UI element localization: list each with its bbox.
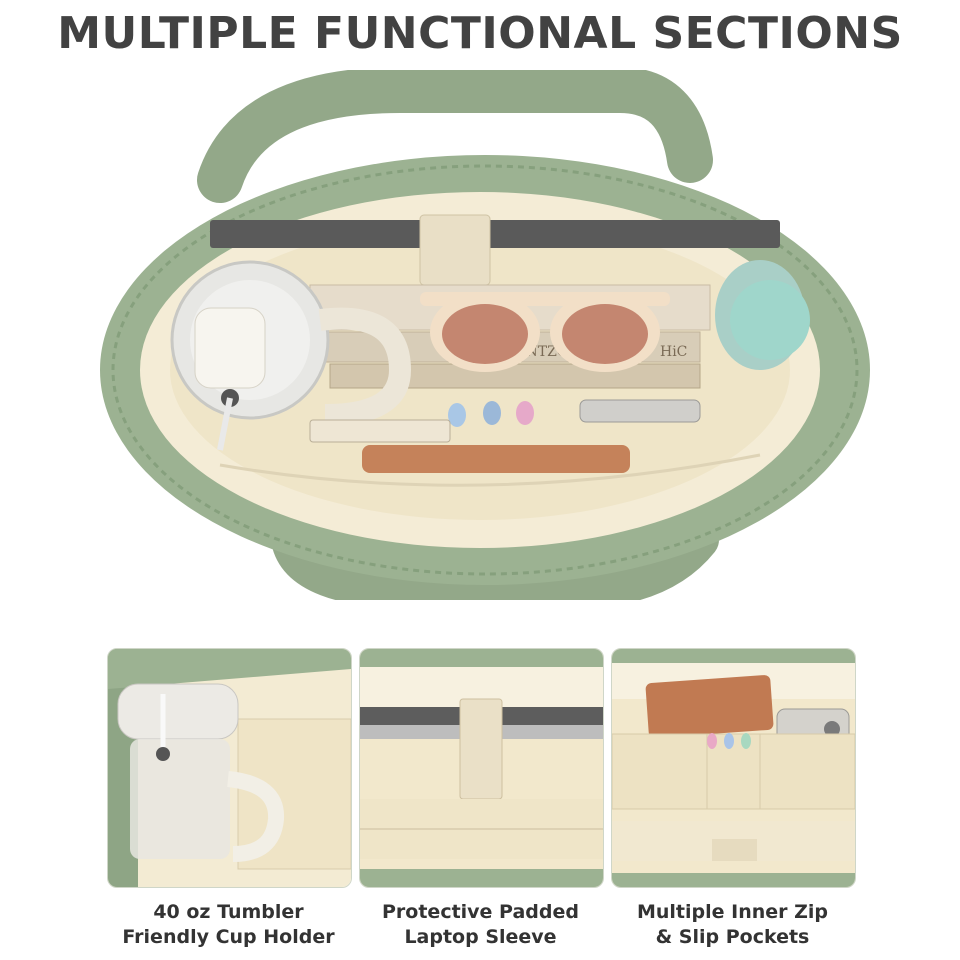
laptop-sleeve-illustration [360, 649, 603, 887]
feature-caption-inner-pockets: Multiple Inner Zip & Slip Pockets [611, 900, 854, 950]
wallet [362, 445, 630, 473]
bag-zipper [111, 164, 859, 576]
caption-line: Laptop Sleeve [404, 926, 557, 948]
bag-handle [197, 67, 713, 203]
caption-line: 40 oz Tumbler [153, 901, 304, 923]
caption-line: Friendly Cup Holder [122, 926, 335, 948]
phone [579, 399, 701, 423]
feature-panel-laptop-sleeve [359, 648, 604, 888]
caption-line: Multiple Inner Zip [636, 901, 829, 923]
feature-caption-cup-holder: 40 oz Tumbler Friendly Cup Holder [107, 900, 350, 950]
inner-pockets-illustration [612, 649, 855, 887]
laptop-strap [419, 214, 491, 286]
bag-top-view-illustration: INTZOVM HiC [100, 67, 870, 609]
book-spine-text: HiC [660, 344, 687, 360]
sunglasses [420, 292, 670, 372]
laptop [210, 220, 780, 248]
caption-line: & Slip Pockets [655, 926, 810, 948]
bag-handle [271, 521, 719, 609]
feature-panel-cup-holder [107, 648, 352, 888]
book [329, 363, 701, 389]
front-pocket-seam [219, 453, 761, 487]
hero-bag-image: INTZOVM HiC [100, 67, 870, 609]
feature-caption-laptop-sleeve: Protective Padded Laptop Sleeve [359, 900, 602, 950]
caption-line: Protective Padded [382, 901, 579, 923]
feature-panel-inner-pockets [611, 648, 856, 888]
tumbler [170, 260, 412, 451]
cup-holder-illustration [108, 649, 351, 887]
page-title: MULTIPLE FUNCTIONAL SECTIONS [57, 8, 903, 59]
notebook [309, 419, 451, 443]
side-pocket-items [715, 260, 810, 370]
pens [448, 401, 534, 427]
